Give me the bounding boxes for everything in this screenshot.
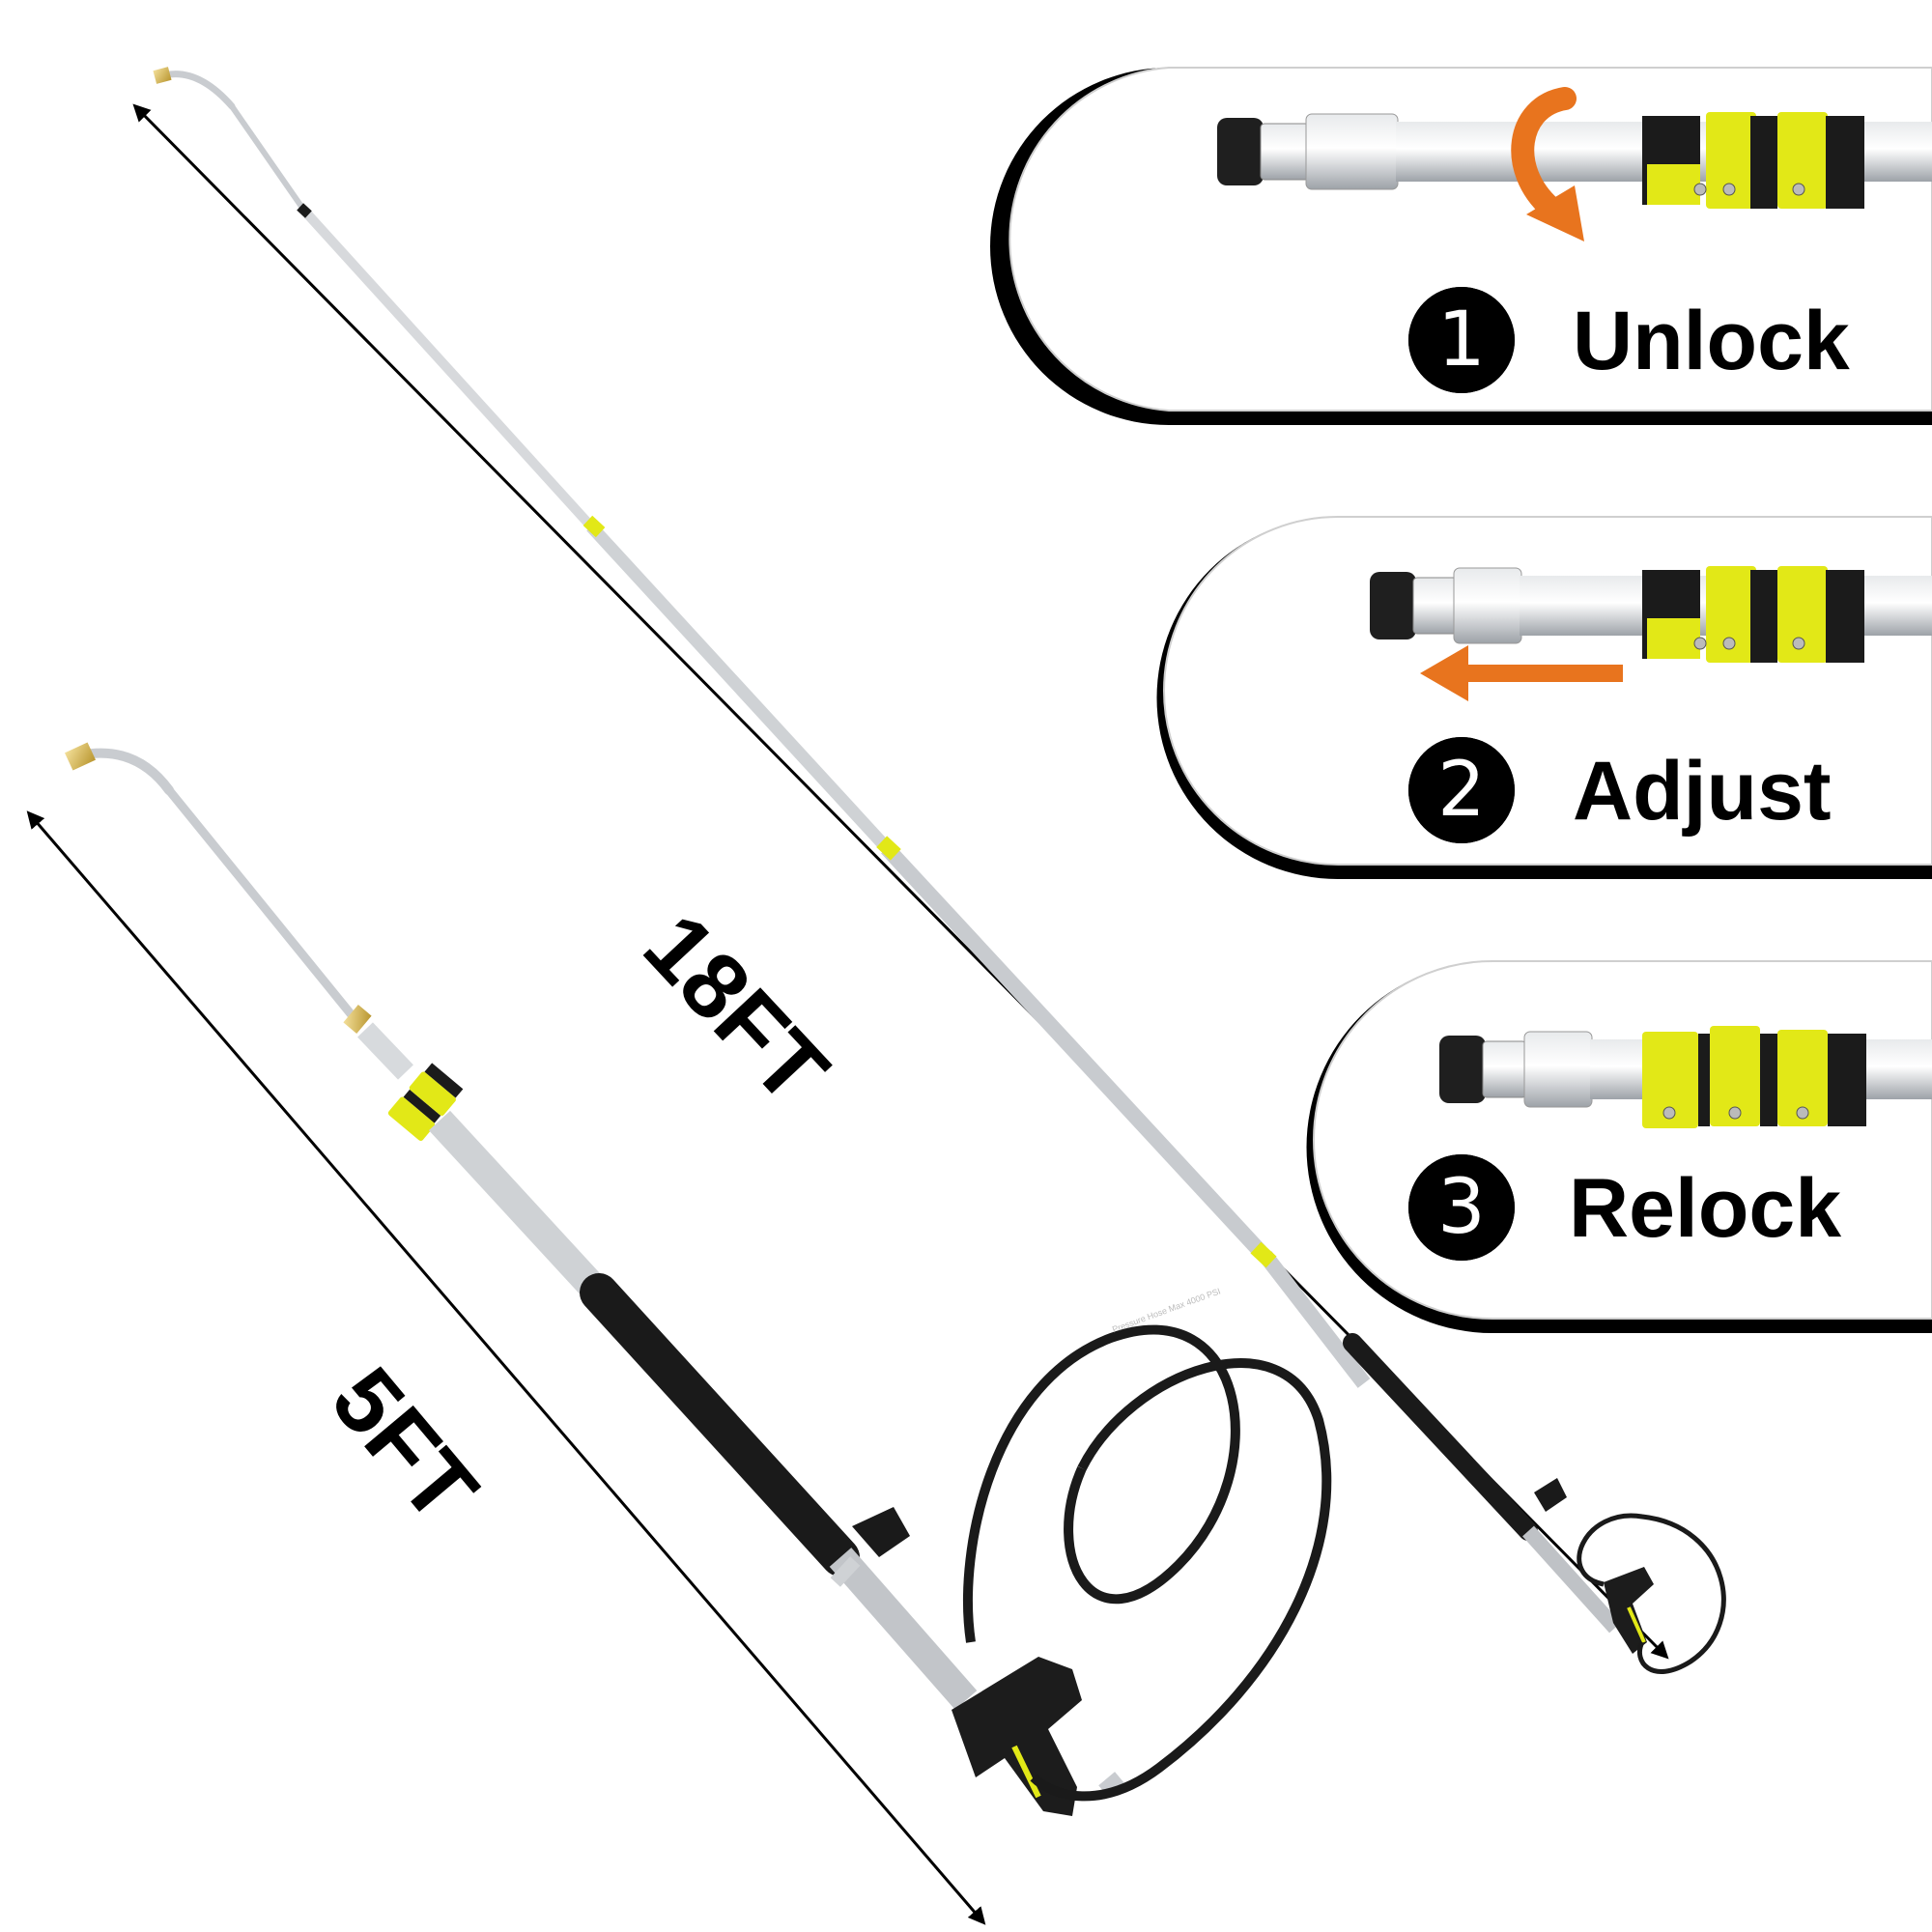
collapsed-wand [64, 742, 1332, 1816]
step-1-label: Unlock [1573, 295, 1850, 387]
step-panel-relock-bg [1306, 960, 1932, 1333]
step-3-number: 3 [1408, 1154, 1515, 1261]
step-3-label: Relock [1569, 1162, 1842, 1255]
step-1-number: 1 [1408, 287, 1515, 393]
step-2-label: Adjust [1573, 745, 1832, 838]
extended-wand [153, 67, 1726, 1674]
step-2-number: 2 [1408, 737, 1515, 843]
dimension-line-5ft [26, 810, 986, 1925]
